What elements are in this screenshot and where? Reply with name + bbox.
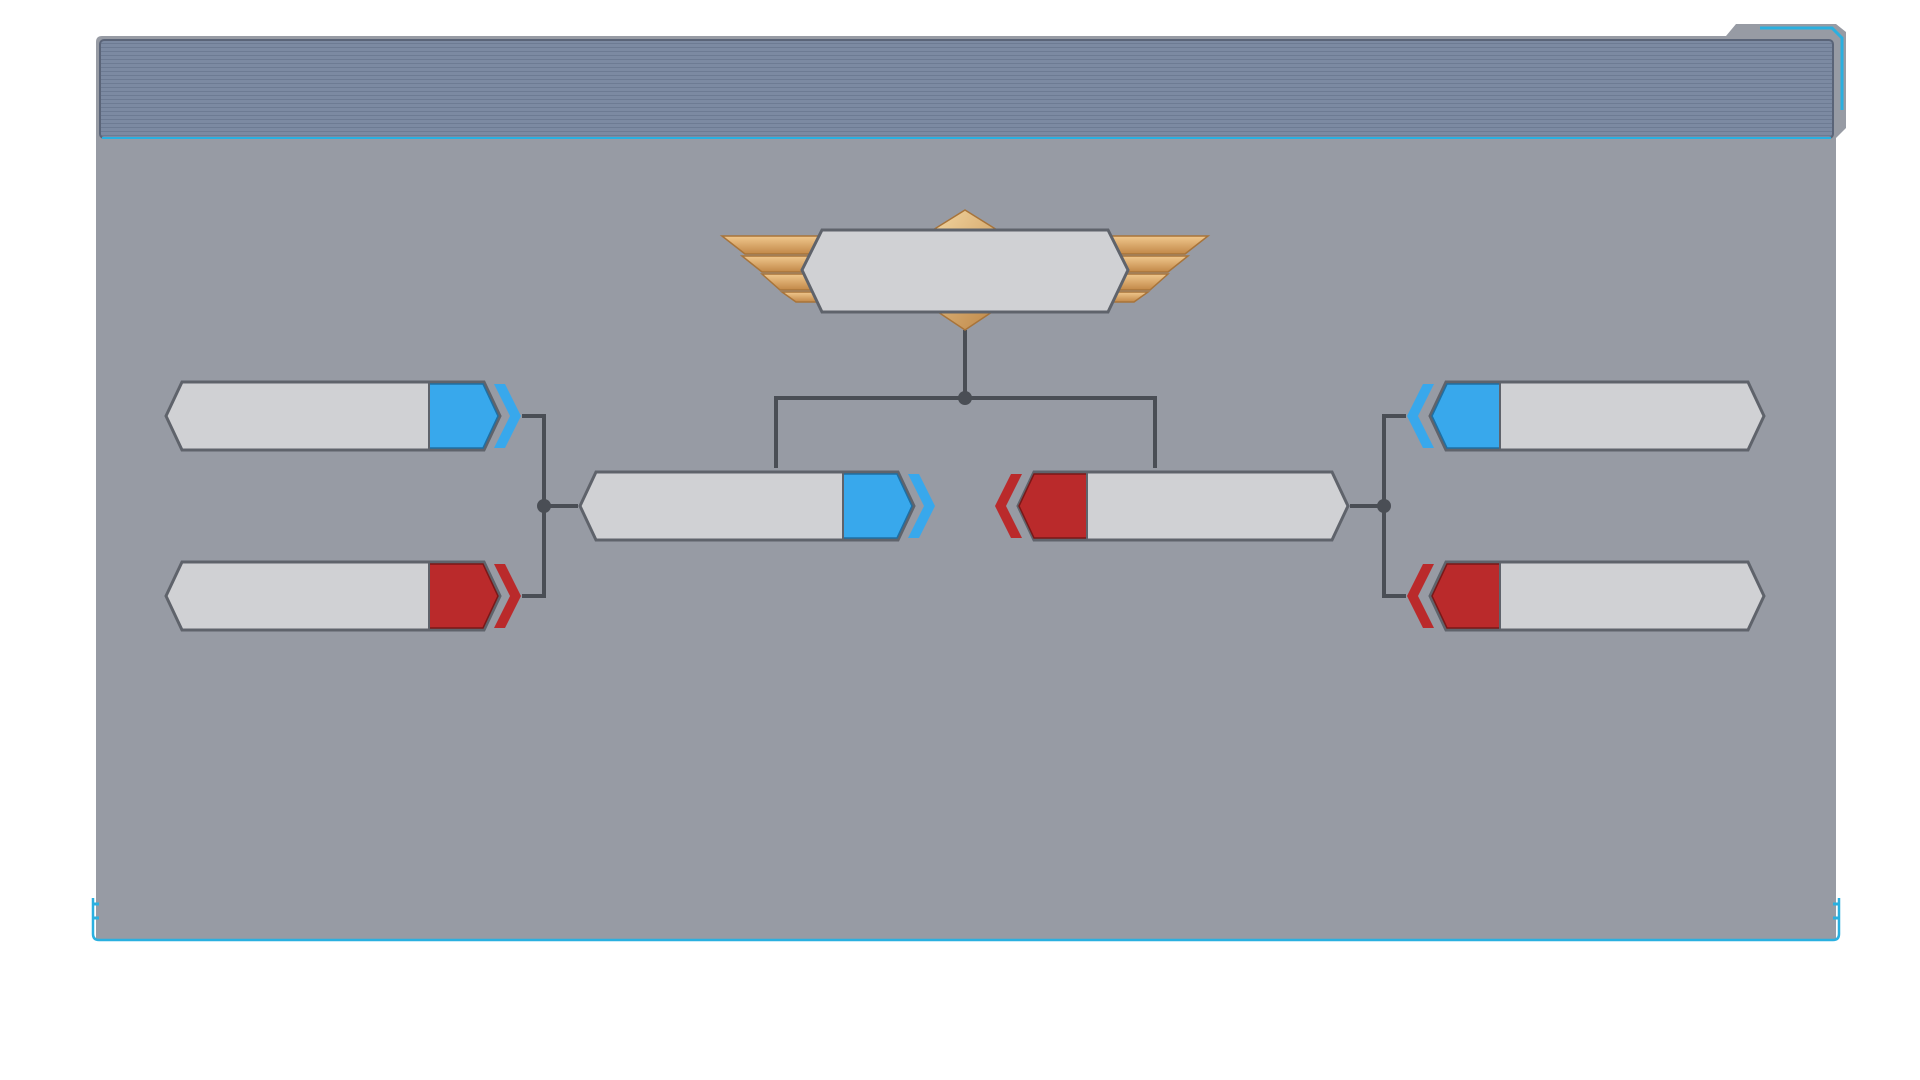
- chevron-right-icon: [908, 474, 935, 538]
- blue-team-badge: [1431, 383, 1501, 449]
- header-bar: [99, 39, 1834, 139]
- right-semi-blue-slot[interactable]: [1407, 380, 1766, 452]
- right-semi-red-slot[interactable]: [1407, 560, 1766, 632]
- blue-team-badge: [428, 383, 499, 449]
- slot-plate: [1428, 380, 1766, 452]
- champion-slot[interactable]: [800, 228, 1130, 314]
- winged-trophy-emblem: [719, 209, 1211, 331]
- left-semi-blue-slot[interactable]: [164, 380, 521, 452]
- chevron-right-icon: [494, 384, 521, 448]
- connector-junctions: [537, 391, 1391, 513]
- slot-plate: [1016, 470, 1350, 542]
- final-blue-slot[interactable]: [578, 470, 935, 542]
- junction-dot: [958, 391, 972, 405]
- slot-plate: [164, 560, 502, 632]
- red-team-badge: [1018, 473, 1088, 539]
- junction-dot: [537, 499, 551, 513]
- panel-bottom-frame: [91, 898, 1841, 942]
- slot-plate: [578, 470, 916, 542]
- tab-accent: [1760, 26, 1844, 110]
- slot-plate: [1428, 560, 1766, 632]
- red-team-badge: [1431, 563, 1501, 629]
- junction-dot: [1377, 499, 1391, 513]
- chevron-left-icon: [1407, 384, 1434, 448]
- chevron-right-icon: [494, 564, 521, 628]
- chevron-left-icon: [995, 474, 1022, 538]
- panel-body: [96, 24, 1846, 940]
- red-team-badge: [428, 563, 499, 629]
- blue-team-badge: [842, 473, 913, 539]
- chevron-left-icon: [1407, 564, 1434, 628]
- bracket-panel: [91, 24, 1846, 942]
- left-semi-red-slot[interactable]: [164, 560, 521, 632]
- final-red-slot[interactable]: [995, 470, 1350, 542]
- slot-plate: [164, 380, 502, 452]
- frame-ticks: [93, 902, 1839, 920]
